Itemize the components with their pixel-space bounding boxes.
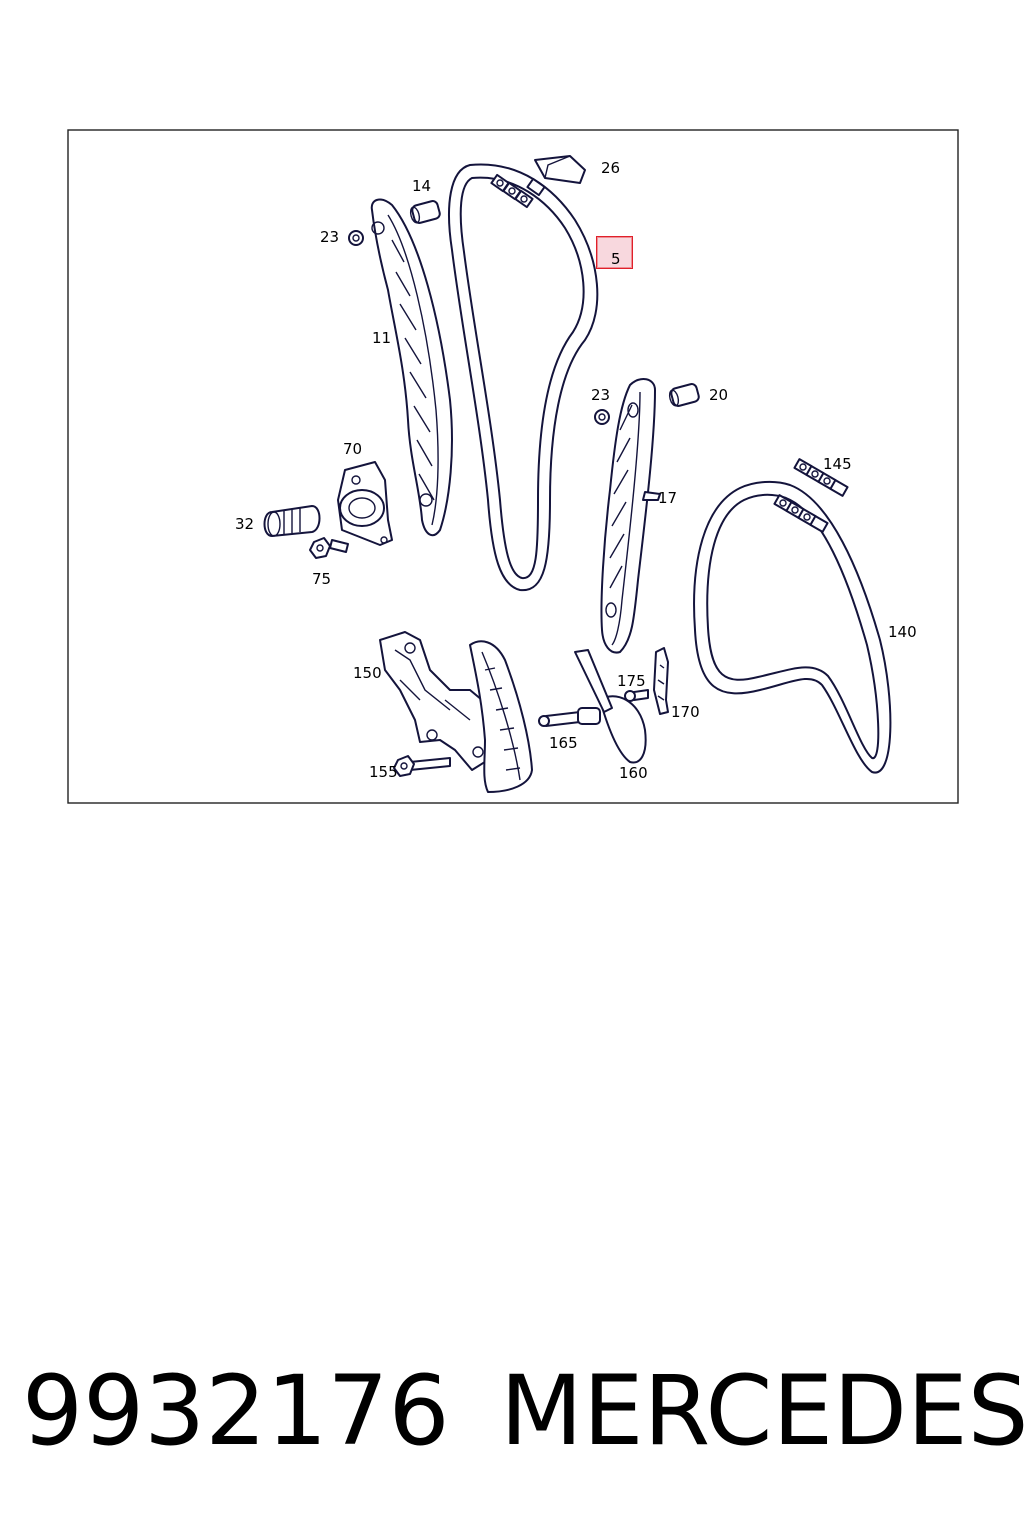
callout-140[interactable]: 140 [888,623,917,641]
callout-11[interactable]: 11 [372,329,391,347]
callout-32[interactable]: 32 [235,515,254,533]
oil-pump-guide-rail[interactable] [469,640,533,793]
callout-150[interactable]: 150 [353,664,382,682]
callout-23-right[interactable]: 23 [591,386,610,404]
callout-75[interactable]: 75 [312,570,331,588]
tensioner-bolt[interactable] [309,537,349,559]
highlight-fill [597,237,632,268]
chain-connecting-links[interactable] [793,458,849,497]
chain-guide-rail[interactable] [600,378,661,654]
oil-pump-chain-guide[interactable] [574,649,647,764]
chain-guide-clip[interactable] [534,155,586,184]
callout-17[interactable]: 17 [658,489,677,507]
callout-5[interactable]: 5 [611,250,621,268]
retaining-clip[interactable] [653,647,669,715]
callout-145[interactable]: 145 [823,455,852,473]
callout-70[interactable]: 70 [343,440,362,458]
parts-diagram: 5 26 14 23 11 70 32 75 23 20 17 145 140 … [67,129,959,804]
guide-screw[interactable] [624,689,649,702]
callout-160[interactable]: 160 [619,764,648,782]
timing-chain[interactable] [448,163,599,592]
callout-26[interactable]: 26 [601,159,620,177]
callout-14[interactable]: 14 [412,177,431,195]
guide-pivot-pin[interactable] [538,707,601,727]
tensioner-rail[interactable] [370,198,453,537]
callout-165[interactable]: 165 [549,734,578,752]
chain-link-segment [490,173,546,209]
part-number: 9932176 [22,1355,450,1467]
guide-bushing-left[interactable] [348,230,364,246]
callout-23-left[interactable]: 23 [320,228,339,246]
chain-tensioner-housing[interactable] [337,461,393,546]
bracket-bolt[interactable] [393,755,451,777]
brand-name: MERCEDES [500,1355,1024,1467]
callout-20[interactable]: 20 [709,386,728,404]
guide-pin-right[interactable] [668,383,700,407]
guide-pin[interactable] [409,200,441,224]
guide-bracket[interactable] [379,631,489,771]
oil-pump-chain[interactable] [693,480,892,774]
callout-170[interactable]: 170 [671,703,700,721]
chain-link-segment [773,494,829,533]
guide-bushing-right[interactable] [594,409,610,425]
chain-tensioner-plunger[interactable] [263,505,321,537]
callout-155[interactable]: 155 [369,763,398,781]
callout-175[interactable]: 175 [617,672,646,690]
